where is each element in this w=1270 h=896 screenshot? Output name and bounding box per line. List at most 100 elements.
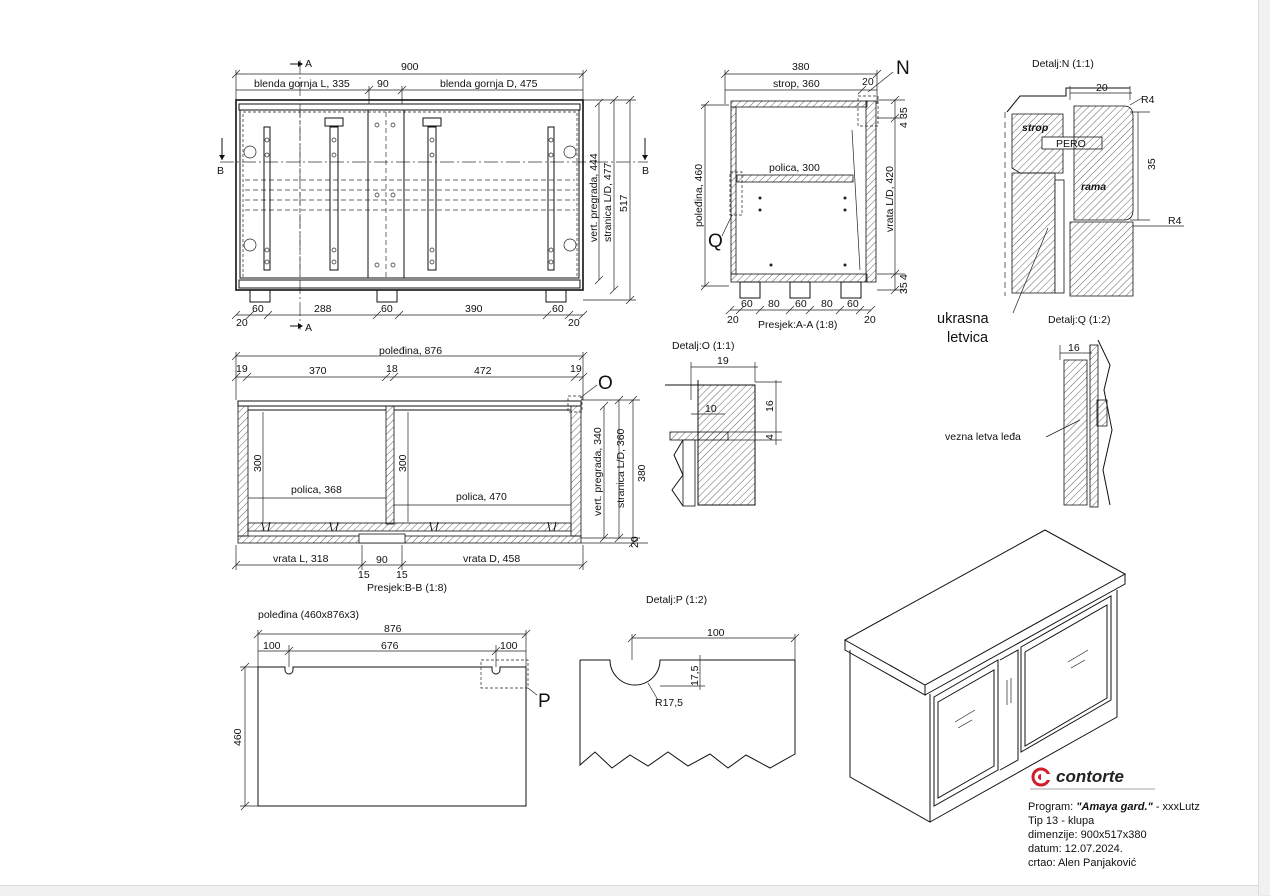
program-line: Program: "Amaya gard." - xxxLutz — [1028, 801, 1200, 813]
logo-text: contorte — [1056, 767, 1124, 786]
aa-back: poleđina, 460 — [693, 164, 705, 227]
bb-shelf-right: polica, 470 — [456, 491, 507, 503]
section-bb: poleđina, 876 19 370 18 472 19 O 300 300… — [231, 345, 648, 594]
aa-shelf: polica, 300 — [769, 162, 820, 174]
front-overall-width: 900 — [401, 61, 419, 73]
program-suffix: - xxxLutz — [1153, 801, 1200, 813]
aa-dim-35-bot: 35 — [898, 282, 910, 294]
bb-caption: Presjek:B-B (1:8) — [367, 582, 447, 594]
bb-h300-right: 300 — [397, 454, 409, 472]
detail-p-dim-100: 100 — [707, 627, 725, 639]
ukrasna-label-2: letvica — [947, 330, 989, 346]
aa-dim-4-top: 4 — [898, 122, 910, 128]
marker-p: P — [538, 691, 551, 712]
aa-dim-20-left: 20 — [727, 314, 739, 326]
technical-drawing: 900 blenda gornja L, 335 90 blenda gornj… — [217, 58, 1200, 869]
bb-h300-left: 300 — [252, 454, 264, 472]
detail-o-dim-16: 16 — [764, 400, 776, 412]
bb-dim-20: 20 — [629, 536, 641, 548]
front-side-panel: stranica L/D, 477 — [602, 162, 614, 242]
bb-door-mid: 90 — [376, 554, 388, 566]
bb-vert-partition: vert. pregrada, 340 — [592, 427, 604, 516]
marker-n: N — [896, 58, 910, 79]
aa-bottom-dim-4: 80 — [821, 298, 833, 310]
front-bottom-dim-1: 20 — [236, 317, 248, 329]
section-b-right: B — [642, 165, 649, 177]
bb-dim-15-right: 15 — [396, 569, 408, 581]
aa-dim-4-bot: 4 — [898, 274, 910, 280]
detail-q: Detalj:Q (1:2) 16 vezna letva leđa — [945, 314, 1113, 508]
detail-n-rama: rama — [1081, 181, 1106, 193]
back-panel: poleđina (460x876x3) 876 100 676 100 460… — [232, 609, 551, 811]
detail-n-strop: strop — [1022, 122, 1049, 134]
front-top-mid: 90 — [377, 78, 389, 90]
back-panel-dim-3: 100 — [500, 640, 518, 652]
detail-o-dim-10: 10 — [705, 403, 717, 415]
section-a-bottom: A — [305, 322, 312, 334]
detail-o: Detalj:O (1:1) 19 10 16 4 — [665, 340, 782, 507]
horizontal-scrollbar[interactable] — [0, 885, 1258, 896]
detail-n-r4-top: R4 — [1141, 94, 1155, 106]
bb-door-right: vrata D, 458 — [463, 553, 520, 565]
front-vert-partition: vert. pregrada, 444 — [588, 153, 600, 242]
detail-q-callout: vezna letva leđa — [945, 431, 1021, 443]
front-bottom-dim-2: 60 — [252, 303, 264, 315]
aa-depth: 380 — [792, 61, 810, 73]
aa-dim-35-top: 35 — [898, 107, 910, 119]
bb-dim-4: 472 — [474, 365, 492, 377]
detail-n-r4-bot: R4 — [1168, 215, 1182, 227]
aa-door: vrata L/D, 420 — [884, 166, 896, 232]
front-view: 900 blenda gornja L, 335 90 blenda gornj… — [217, 58, 649, 334]
front-bottom-dim-5: 390 — [465, 303, 483, 315]
aa-bottom-dim-1: 60 — [741, 298, 753, 310]
back-panel-dim-2: 676 — [381, 640, 399, 652]
bb-shelf-left: polica, 368 — [291, 484, 342, 496]
section-b-left: B — [217, 165, 224, 177]
front-bottom-dim-4: 60 — [381, 303, 393, 315]
detail-n-title: Detalj:N (1:1) — [1032, 58, 1094, 70]
front-bottom-dim-7: 20 — [568, 317, 580, 329]
title-block: contorte Program: "Amaya gard." - xxxLut… — [1028, 767, 1200, 869]
back-panel-dim-1: 100 — [263, 640, 281, 652]
aa-bottom-dim-5: 60 — [847, 298, 859, 310]
front-height: 517 — [618, 194, 630, 212]
aa-dim-20-right: 20 — [864, 314, 876, 326]
front-bottom-dim-3: 288 — [314, 303, 332, 315]
type-line: Tip 13 - klupa — [1028, 815, 1095, 827]
detail-q-dim-16: 16 — [1068, 342, 1080, 354]
aa-dim-20-top: 20 — [862, 76, 874, 88]
bb-dim-15-left: 15 — [358, 569, 370, 581]
bb-dim-1: 19 — [236, 363, 248, 375]
detail-p-title: Detalj:P (1:2) — [646, 594, 707, 606]
aa-caption: Presjek:A-A (1:8) — [758, 319, 837, 331]
bb-dim-380: 380 — [636, 464, 648, 482]
back-panel-height: 460 — [232, 728, 244, 746]
detail-p-dim-175: 17,5 — [689, 665, 701, 686]
section-a-top: A — [305, 58, 312, 70]
detail-n-dim-35: 35 — [1146, 158, 1158, 170]
detail-p-radius: R17,5 — [655, 697, 683, 709]
detail-n-dim-20: 20 — [1096, 82, 1108, 94]
back-panel-width: 876 — [384, 623, 402, 635]
drawn-by-line: crtao: Alen Panjaković — [1028, 857, 1137, 869]
bb-side: stranica L/D, 360 — [615, 428, 627, 508]
ukrasna-label-1: ukrasna — [937, 311, 990, 327]
section-aa: 380 strop, 360 20 N Q polica, 300 poleđi… — [693, 58, 910, 331]
detail-p: Detalj:P (1:2) 100 17,5 R17,5 — [579, 594, 800, 769]
bb-dim-2: 370 — [309, 365, 327, 377]
bb-dim-5: 19 — [570, 363, 582, 375]
program-name: "Amaya gard." — [1076, 801, 1153, 813]
detail-o-dim-4: 4 — [764, 434, 776, 440]
bb-dim-3: 18 — [386, 363, 398, 375]
aa-bottom-dim-2: 80 — [768, 298, 780, 310]
front-bottom-dim-6: 60 — [552, 303, 564, 315]
vertical-scrollbar[interactable] — [1258, 0, 1270, 895]
contorte-logo: contorte — [1031, 767, 1124, 787]
front-top-left-panel: blenda gornja L, 335 — [254, 78, 350, 90]
detail-n: Detalj:N (1:1) 20 R4 strop PERO rama 35 … — [937, 58, 1184, 346]
detail-o-dim-19: 19 — [717, 355, 729, 367]
bb-back: poleđina, 876 — [379, 345, 442, 357]
detail-o-title: Detalj:O (1:1) — [672, 340, 734, 352]
program-label: Program: — [1028, 801, 1076, 813]
date-line: datum: 12.07.2024. — [1028, 843, 1123, 855]
